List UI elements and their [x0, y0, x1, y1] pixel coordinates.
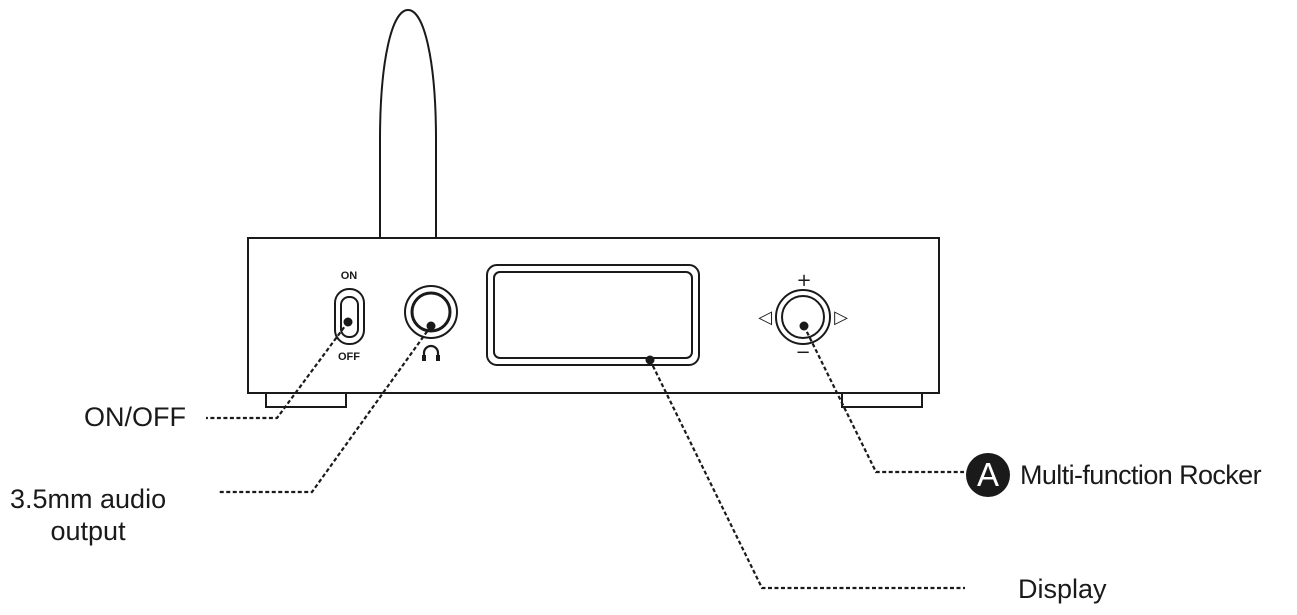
rocker-marker-badge: A	[966, 453, 1010, 497]
switch-off-label: OFF	[338, 351, 360, 363]
multi-function-rocker[interactable]	[781, 295, 825, 339]
left-arrow-symbol: ◁	[758, 307, 772, 328]
display-leader-dot	[645, 355, 655, 365]
audio-output-label-line2: output	[50, 516, 126, 546]
headphone-jack-outer	[404, 285, 458, 339]
volume-plus-symbol: +	[796, 270, 811, 291]
display-callout-label: Display	[1018, 574, 1107, 604]
rocker-leader-line	[803, 325, 964, 474]
volume-minus-symbol: −	[795, 342, 810, 363]
rocker-callout-label: Multi-function Rocker	[1020, 460, 1262, 490]
power-switch-lever[interactable]	[340, 296, 359, 338]
audio-output-callout-label: 3.5mm audio output	[10, 483, 166, 547]
on-off-leader-dot	[343, 317, 353, 327]
right-arrow-symbol: ▷	[834, 307, 848, 328]
audio-output-label-line1: 3.5mm audio	[10, 484, 167, 514]
left-foot	[265, 392, 347, 408]
headphone-jack[interactable]	[410, 291, 452, 333]
display-leader-line	[649, 359, 965, 590]
rocker-leader-dot	[799, 321, 809, 331]
antenna	[379, 8, 437, 238]
audio-output-leader-dot	[426, 321, 436, 331]
headphone-icon	[422, 344, 440, 361]
on-off-leader-line	[206, 321, 349, 420]
display-screen	[493, 271, 693, 359]
multi-function-rocker-outer	[775, 289, 831, 345]
display-outer	[486, 264, 700, 366]
right-foot	[841, 392, 923, 408]
switch-on-label: ON	[341, 270, 358, 282]
power-switch-housing[interactable]	[334, 288, 365, 345]
audio-output-leader-line	[218, 325, 432, 494]
on-off-callout-label: ON/OFF	[84, 402, 186, 432]
